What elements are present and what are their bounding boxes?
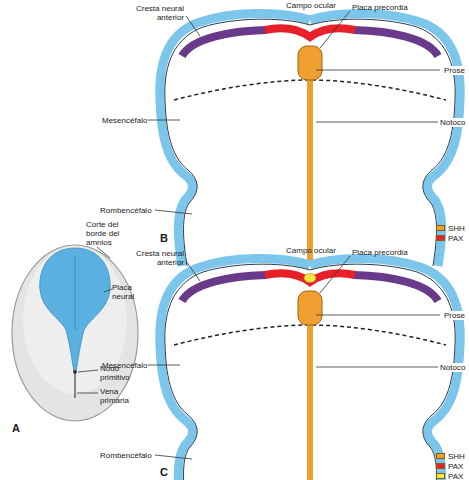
part-label: Cresta neural anterior xyxy=(128,249,184,267)
part-label: Placa precordia xyxy=(352,248,408,257)
legend-text: PAX xyxy=(448,462,463,471)
part-label: Mesencéfalo xyxy=(102,116,147,125)
legend-text: SHH xyxy=(448,224,465,233)
part-label: Prose xyxy=(443,311,466,320)
part-label: Campo ocular xyxy=(286,1,336,10)
legend-text: PAX xyxy=(448,234,463,243)
part-label: Cresta neural anterior xyxy=(128,4,184,22)
panel-letter: B xyxy=(160,232,168,244)
legend-swatch xyxy=(436,235,445,241)
part-label: Notoco xyxy=(439,118,466,127)
part-label: Campo ocular xyxy=(286,246,336,255)
part-label: Vena primaria xyxy=(100,387,138,405)
part-label: Prose xyxy=(443,66,466,75)
legend-text: PAX xyxy=(448,472,463,480)
panel-letter: A xyxy=(12,422,20,434)
panel-letter: C xyxy=(160,466,168,478)
legend-swatch xyxy=(436,225,445,231)
part-label: Mesencéfalo xyxy=(102,361,147,370)
legend-swatch xyxy=(436,453,445,459)
part-label: Rombencéfalo xyxy=(100,206,152,215)
part-label: Notoco xyxy=(439,363,466,372)
part-label: Rombencéfalo xyxy=(100,451,152,460)
part-label: Placa neural xyxy=(112,283,138,301)
part-label: Corte del borde del amnios xyxy=(86,220,132,247)
legend-text: SHH xyxy=(448,452,465,461)
legend-swatch xyxy=(436,463,445,469)
part-label: Placa precordia xyxy=(352,3,408,12)
legend-swatch xyxy=(436,473,445,479)
